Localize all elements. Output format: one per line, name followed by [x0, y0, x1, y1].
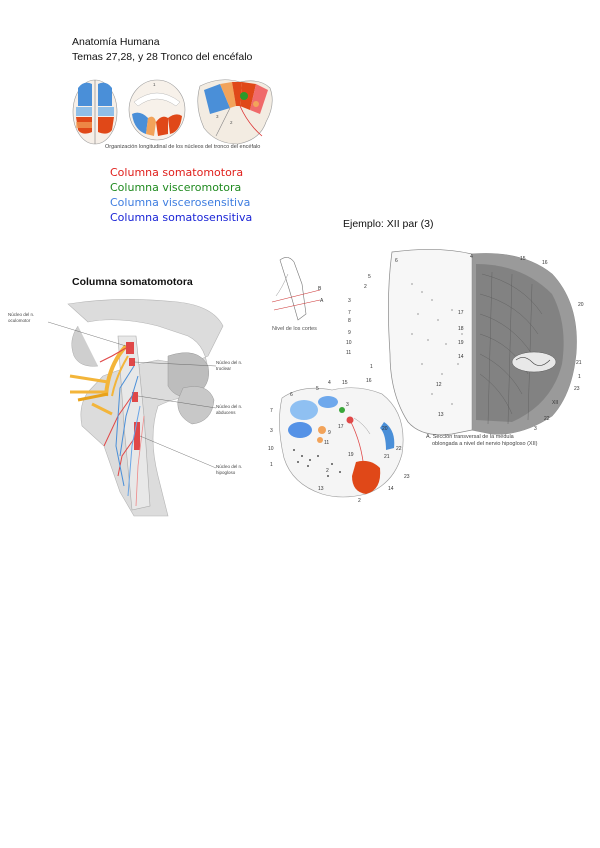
- level-inset: B A: [271, 257, 324, 321]
- lower-number-13: 13: [318, 486, 324, 492]
- legend-item-viscerosensitiva: Columna viscerosensitiva: [110, 196, 251, 209]
- upper-number-8: 8: [348, 318, 351, 324]
- upper-number-xii: XII: [552, 400, 558, 406]
- figure-caption-line-1: A. Sección transversal de la médula: [426, 434, 514, 440]
- upper-number-22: 22: [544, 416, 550, 422]
- upper-section: 6 4 15 16 2 5 3 7 8 9 10 11 1 17 18 19 1…: [346, 249, 584, 436]
- upper-number-7: 7: [348, 310, 351, 316]
- upper-number-21: 21: [576, 360, 582, 366]
- lower-number-10: 10: [268, 446, 274, 452]
- example-heading: Ejemplo: XII par (3): [343, 218, 434, 230]
- lower-number-16: 16: [366, 378, 372, 384]
- upper-number-1-right: 1: [578, 374, 581, 380]
- svg-text:2: 2: [230, 120, 233, 125]
- upper-number-4: 4: [470, 254, 473, 260]
- upper-number-3-bottom: 3: [534, 426, 537, 432]
- somatomotor-column-figure: Núcleo del n. oculomotor Núcleo del n. t…: [8, 296, 254, 518]
- nuclei-columns-figure: 1 2 3 Organización longitudinal de los n…: [72, 79, 273, 150]
- lower-number-6: 6: [290, 392, 293, 398]
- document-subtitle: Temas 27,28, y 28 Tronco del encéfalo: [72, 51, 253, 63]
- cross-section-1: [72, 79, 118, 145]
- lower-number-20: 20: [382, 426, 388, 432]
- cross-section-2: 1: [128, 79, 186, 141]
- upper-number-6: 6: [395, 258, 398, 264]
- upper-number-10: 10: [346, 340, 352, 346]
- lower-number-21: 21: [384, 454, 390, 460]
- upper-number-18: 18: [458, 326, 464, 332]
- upper-number-1: 1: [370, 364, 373, 370]
- upper-number-13: 13: [438, 412, 444, 418]
- upper-number-14: 14: [458, 354, 464, 360]
- inset-mark-b: B: [318, 286, 322, 292]
- figure-caption-line-2: oblongada a nivel del nervio hipogloso (…: [432, 441, 538, 447]
- lower-number-2: 2: [326, 468, 329, 474]
- lower-number-7: 7: [270, 408, 273, 414]
- lower-number-5: 5: [316, 386, 319, 392]
- label-trochlear-nucleus: Núcleo del n. troclear: [216, 360, 243, 371]
- section-heading: Columna somatomotora: [72, 276, 193, 288]
- lower-number-3-center: 3: [346, 402, 349, 408]
- inset-caption: Nivel de los cortes: [272, 326, 317, 332]
- upper-number-3: 3: [348, 298, 351, 304]
- lower-number-1: 1: [270, 462, 273, 468]
- lower-section: 5 4 15 7 3 10 1 16 3 17 20 21 22 23 19 1…: [268, 378, 410, 504]
- upper-number-12: 12: [436, 382, 442, 388]
- document-title: Anatomía Humana: [72, 36, 160, 48]
- label-abducens-nucleus: Núcleo del n. abducens: [216, 404, 243, 415]
- legend-item-somatomotora: Columna somatomotora: [110, 166, 244, 179]
- inset-mark-a: A: [320, 298, 324, 304]
- label-oculomotor-nucleus: Núcleo del n. oculomotor: [8, 312, 35, 323]
- upper-number-17: 17: [458, 310, 464, 316]
- top-figure-caption: Organización longitudinal de los núcleos…: [105, 144, 260, 150]
- upper-number-23: 23: [574, 386, 580, 392]
- upper-number-2: 2: [364, 284, 367, 290]
- upper-number-9: 9: [348, 330, 351, 336]
- lower-number-4: 4: [328, 380, 331, 386]
- legend-item-somatosensitiva: Columna somatosensitiva: [110, 211, 253, 224]
- cross-section-3: 2 3: [197, 79, 273, 145]
- lower-number-11: 11: [324, 440, 329, 446]
- upper-number-19: 19: [458, 340, 464, 346]
- lower-number-3: 3: [270, 428, 273, 434]
- lower-number-15: 15: [342, 380, 348, 386]
- legend-item-visceromotora: Columna visceromotora: [110, 181, 242, 194]
- lower-number-23: 23: [404, 474, 410, 480]
- upper-number-11: 11: [346, 350, 351, 356]
- lower-number-2-bottom: 2: [358, 498, 361, 504]
- upper-number-15: 15: [520, 256, 526, 262]
- svg-text:1: 1: [153, 82, 156, 87]
- lower-number-14: 14: [388, 486, 394, 492]
- lower-number-9: 9: [328, 430, 331, 436]
- lower-number-17: 17: [338, 424, 344, 430]
- medulla-section-figure: B A 6 4 1: [262, 244, 592, 506]
- svg-text:3: 3: [216, 114, 219, 119]
- label-hypoglossal-nucleus: Núcleo del n. hipogloso: [216, 464, 243, 475]
- upper-number-16: 16: [542, 260, 548, 266]
- lower-number-22: 22: [396, 446, 402, 452]
- upper-number-20: 20: [578, 302, 584, 308]
- upper-number-5: 5: [368, 274, 371, 280]
- color-legend: Columna somatomotora Columna visceromoto…: [110, 165, 252, 225]
- lower-number-19: 19: [348, 452, 354, 458]
